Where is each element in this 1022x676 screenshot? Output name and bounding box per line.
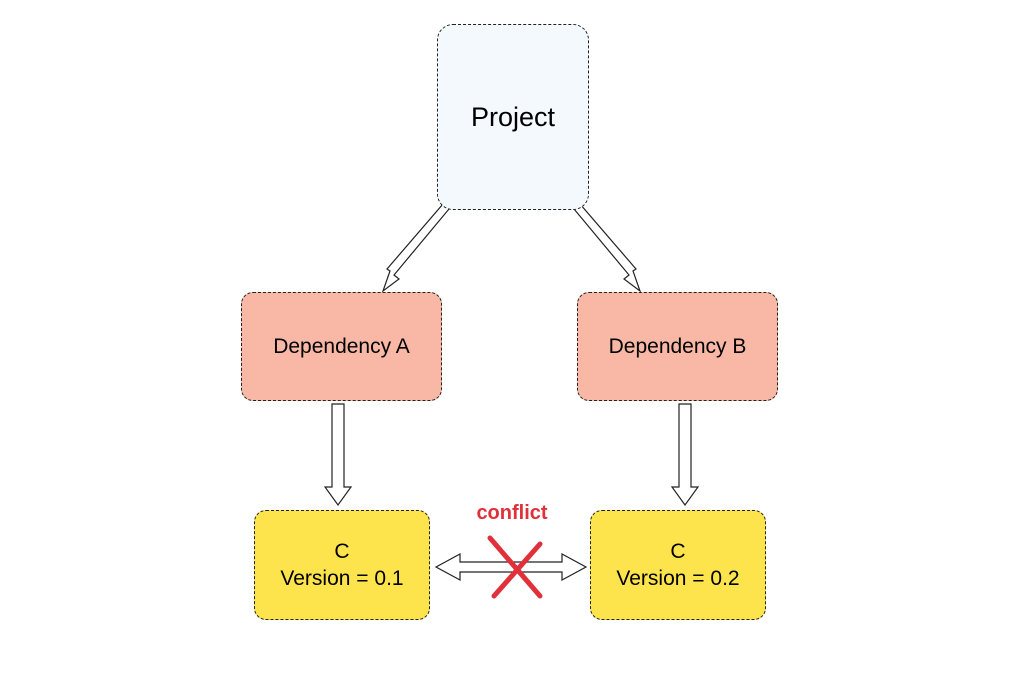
arrow-conflict-bidirectional bbox=[434, 552, 588, 582]
dependency-a-label: Dependency A bbox=[273, 334, 410, 358]
library-c-v1-version: Version = 0.1 bbox=[280, 567, 404, 590]
project-label: Project bbox=[470, 101, 556, 132]
dependency-b-node: Dependency B bbox=[577, 292, 778, 401]
arrow-project-to-dependency-a bbox=[381, 203, 450, 293]
library-c-v1-node: C Version = 0.1 bbox=[254, 510, 430, 620]
library-c-v2-node: C Version = 0.2 bbox=[590, 510, 766, 620]
library-c-v1-name: C bbox=[334, 540, 350, 563]
library-c-v2-name: C bbox=[670, 540, 686, 563]
project-node: Project bbox=[437, 24, 589, 210]
conflict-label: conflict bbox=[476, 502, 548, 524]
dependency-b-label: Dependency B bbox=[608, 334, 747, 358]
dependency-a-node: Dependency A bbox=[241, 292, 442, 401]
arrow-project-to-dependency-b bbox=[573, 203, 642, 293]
arrow-dependency-b-to-c-v2 bbox=[670, 403, 700, 507]
arrow-dependency-a-to-c-v1 bbox=[323, 403, 353, 507]
library-c-v2-version: Version = 0.2 bbox=[616, 567, 740, 590]
cross-mark-icon bbox=[487, 535, 543, 599]
